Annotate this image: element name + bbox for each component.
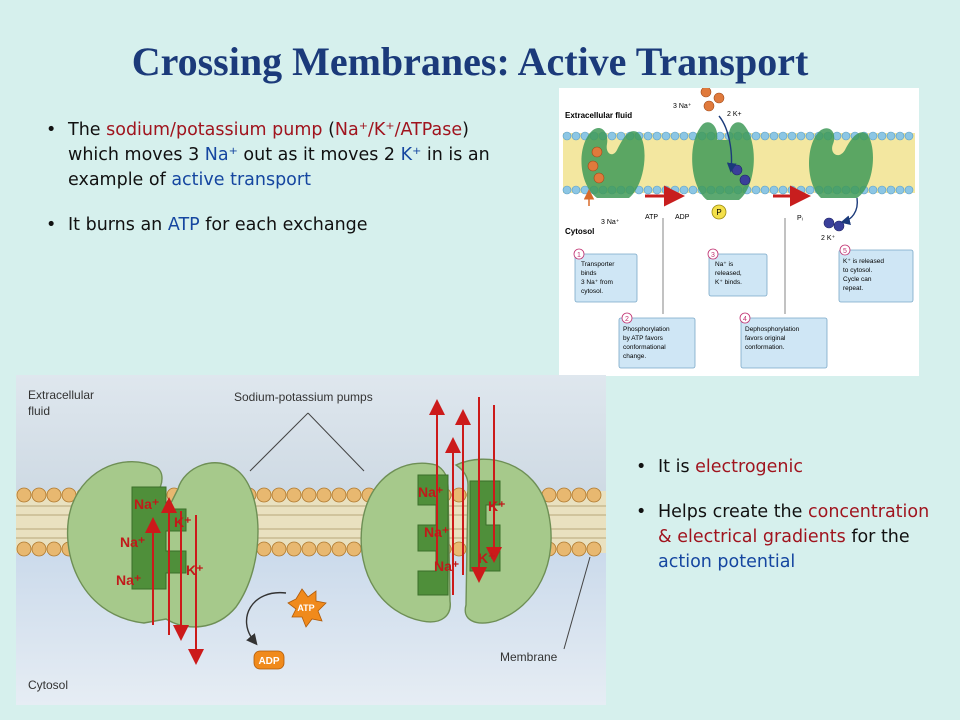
extracellular-label-line2: fluid	[28, 404, 50, 418]
bullet-text-segment: It is	[658, 457, 696, 477]
bullet-text-segment: It burns an	[68, 215, 168, 235]
k-out-label: 2 K+	[727, 111, 742, 118]
bullet-text-segment: The	[68, 120, 107, 140]
step-text: Na⁺ is	[715, 261, 734, 268]
k-release-arrow	[840, 197, 858, 226]
bullet-text-segment: out as it moves 2	[237, 145, 401, 165]
step-text: Dephosphorylation	[745, 326, 800, 333]
adp-label: ADP	[675, 214, 690, 221]
step-text: Cycle can	[843, 276, 872, 283]
step-text: Phosphorylation	[623, 326, 670, 333]
step-number: 3	[711, 252, 715, 259]
step-box-1: 1 Transporter binds 3 Na⁺ from cytosol.	[573, 248, 638, 303]
pump-membrane-figure: Na⁺ Na⁺ Na⁺ K⁺ K⁺ Na⁺ Na⁺ Na⁺ K⁺ K⁺ ATP …	[16, 375, 606, 705]
k-ion-label: K⁺	[478, 550, 496, 566]
cytosol-label: Cytosol	[28, 678, 68, 692]
pump-membrane-diagram: Na⁺ Na⁺ Na⁺ K⁺ K⁺ Na⁺ Na⁺ Na⁺ K⁺ K⁺ ATP …	[16, 375, 606, 705]
bullet-text-segment: in is an example of	[68, 145, 490, 190]
adp-label: ADP	[258, 656, 279, 667]
bullet-item: It is electrogenic	[636, 455, 936, 480]
step-number: 1	[577, 252, 581, 259]
step-number: 4	[743, 316, 747, 323]
ion-labels: Na⁺ Na⁺ Na⁺ K⁺ K⁺ Na⁺ Na⁺ Na⁺ K⁺ K⁺	[116, 484, 506, 588]
bullet-text-segment: electrogenic	[695, 457, 803, 477]
bullet-text-segment: Helps create the	[658, 502, 808, 522]
na-ion-label: Na⁺	[134, 496, 159, 512]
step-text: Transporter	[581, 261, 615, 268]
step-text: K⁺ binds.	[715, 279, 742, 286]
step-box-5: 5 K⁺ is released to cytosol. Cycle can r…	[838, 244, 914, 303]
bullet-text-segment: active transport	[171, 170, 311, 190]
step-connectors	[662, 218, 786, 314]
na-in-label: 3 Na⁺	[601, 219, 620, 226]
step-number: 5	[843, 248, 847, 255]
na-ion-label: Na⁺	[418, 484, 443, 500]
step-text: conformational	[623, 344, 666, 351]
step-box-3: 3 Na⁺ is released, K⁺ binds.	[707, 248, 768, 297]
bullet-text-segment: for each exchange	[199, 215, 368, 235]
pump-cycle-diagram: P Extracellular fluid Cytosol 3 Na⁺ 2 K+…	[562, 86, 915, 369]
pump-cycle-figure: P Extracellular fluid Cytosol 3 Na⁺ 2 K+…	[559, 86, 919, 376]
atp-label: ATP	[297, 603, 314, 613]
phosphate-label: P	[716, 208, 721, 217]
ion-flow-arrows	[145, 397, 502, 665]
na-ion-label: Na⁺	[120, 534, 145, 550]
phosphate-icon	[711, 204, 727, 220]
bullet-text-segment: Na⁺	[204, 145, 238, 165]
k-ion-label: K⁺	[488, 498, 506, 514]
slide-title: Crossing Membranes: Active Transport	[131, 39, 809, 84]
atp-to-adp-arrow	[245, 592, 287, 646]
bullet-text-segment: (	[322, 120, 335, 140]
fig-top-extracellular: Extracellular fluid	[565, 111, 632, 120]
bullet-text-segment: Na⁺/K⁺/ATPase	[334, 120, 463, 140]
step-box-2: 2 Phosphorylation by ATP favors conforma…	[618, 312, 696, 369]
pump-shape-2	[692, 122, 754, 200]
step-text: to cytosol.	[843, 267, 872, 274]
k-ion-label: K⁺	[186, 562, 204, 578]
na-ion-label: Na⁺	[434, 558, 459, 574]
bullet-item: Helps create the concentration & electri…	[636, 500, 936, 575]
bottom-bullet-list: It is electrogenic Helps create the conc…	[636, 455, 936, 595]
adp-badge	[253, 650, 285, 670]
step-text: binds	[581, 270, 597, 277]
step-text: change.	[623, 353, 646, 360]
pump-shape-3	[809, 128, 873, 198]
bullet-item: It burns an ATP for each exchange	[46, 213, 516, 238]
na-ions	[587, 86, 725, 184]
bullet-text-segment: sodium/potassium pump	[106, 120, 323, 140]
bullet-text-segment: ) which moves 3	[68, 120, 469, 165]
k-ion-label: K⁺	[174, 514, 192, 530]
step-text: cytosol.	[581, 288, 603, 295]
na-ion-label: Na⁺	[424, 524, 449, 540]
step-text: favors original	[745, 335, 786, 342]
bullet-text-segment: K⁺	[400, 145, 422, 165]
extracellular-label-line1: Extracellular	[28, 388, 94, 402]
atp-label: ATP	[645, 214, 658, 221]
top-bullet-list: The sodium/potassium pump (Na⁺/K⁺/ATPase…	[46, 118, 516, 258]
bullet-text-segment: action potential	[658, 552, 796, 572]
step-number: 2	[625, 316, 629, 323]
bullet-item: The sodium/potassium pump (Na⁺/K⁺/ATPase…	[46, 118, 516, 193]
bullet-text-segment: ATP	[167, 215, 200, 235]
bullet-text-segment: concentration & electrical gradients	[658, 502, 930, 547]
bullet-text-segment: for the	[845, 527, 910, 547]
step-text: by ATP favors	[623, 335, 664, 342]
na-out-label: 3 Na⁺	[673, 103, 692, 110]
step-text: K⁺ is released	[843, 258, 884, 265]
sodium-potassium-pumps-label: Sodium-potassium pumps	[234, 390, 373, 404]
step-text: 3 Na⁺ from	[581, 279, 613, 286]
membrane-label-connector	[563, 556, 591, 650]
membrane-label: Membrane	[500, 650, 558, 664]
fig-top-cytosol: Cytosol	[565, 227, 594, 236]
pumps-label-connector	[249, 412, 365, 472]
pi-label: Pᵢ	[797, 215, 803, 222]
step-text: conformation.	[745, 344, 785, 351]
step-box-4: 4 Dephosphorylation favors original conf…	[739, 312, 828, 369]
atp-burst-icon	[287, 588, 327, 628]
na-release-arrow	[718, 115, 737, 173]
k-in-label: 2 K⁺	[821, 235, 836, 242]
step-text: released,	[715, 270, 742, 277]
na-ion-label: Na⁺	[116, 572, 141, 588]
step-text: repeat.	[843, 285, 863, 292]
